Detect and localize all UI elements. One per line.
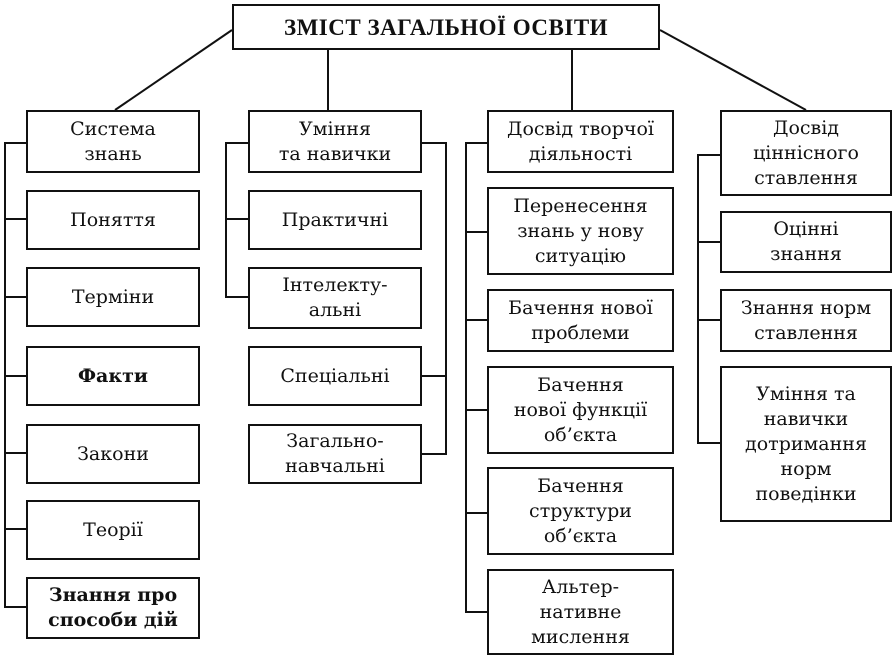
- col3-item: Бачення нової проблеми: [487, 289, 674, 352]
- col2-item: Загально- навчальні: [248, 424, 422, 484]
- connector-col4-bracket: [697, 154, 722, 444]
- connector-col2-left-bracket: [225, 142, 250, 298]
- connector-col3-bracket: [465, 142, 489, 613]
- col4-header: Досвід ціннісного ставлення: [720, 110, 892, 196]
- col1-item: Закони: [26, 424, 200, 484]
- connector-title-to-col4: [659, 29, 807, 111]
- col2-header: Уміння та навички: [248, 110, 422, 173]
- col3-header: Досвід творчої діяльності: [487, 110, 674, 173]
- col2-item: Спеціальні: [248, 346, 422, 406]
- col1-item: Факти: [26, 346, 200, 406]
- col4-item: Знання норм ставлення: [720, 289, 892, 352]
- col2-item: Інтелекту- альні: [248, 267, 422, 329]
- diagram-title: ЗМІСТ ЗАГАЛЬНОЇ ОСВІТИ: [232, 4, 660, 50]
- connector-col2-right-bracket: [420, 142, 447, 455]
- col4-item: Уміння та навички дотримання норм поведі…: [720, 366, 892, 522]
- col3-item: Бачення структури об’єкта: [487, 467, 674, 555]
- col1-item: Теорії: [26, 500, 200, 560]
- col2-item: Практичні: [248, 190, 422, 250]
- connector-col1-bracket: [4, 142, 28, 608]
- col3-item: Альтер- нативне мислення: [487, 569, 674, 655]
- col3-item: Бачення нової функції об’єкта: [487, 366, 674, 454]
- col1-header: Система знань: [26, 110, 200, 173]
- col3-item: Перенесення знань у нову ситуацію: [487, 187, 674, 275]
- connector-title-to-col1: [114, 29, 233, 111]
- col1-item: Терміни: [26, 267, 200, 327]
- col4-item: Оцінні знання: [720, 211, 892, 273]
- col1-item: Поняття: [26, 190, 200, 250]
- col1-item: Знання про способи дій: [26, 577, 200, 639]
